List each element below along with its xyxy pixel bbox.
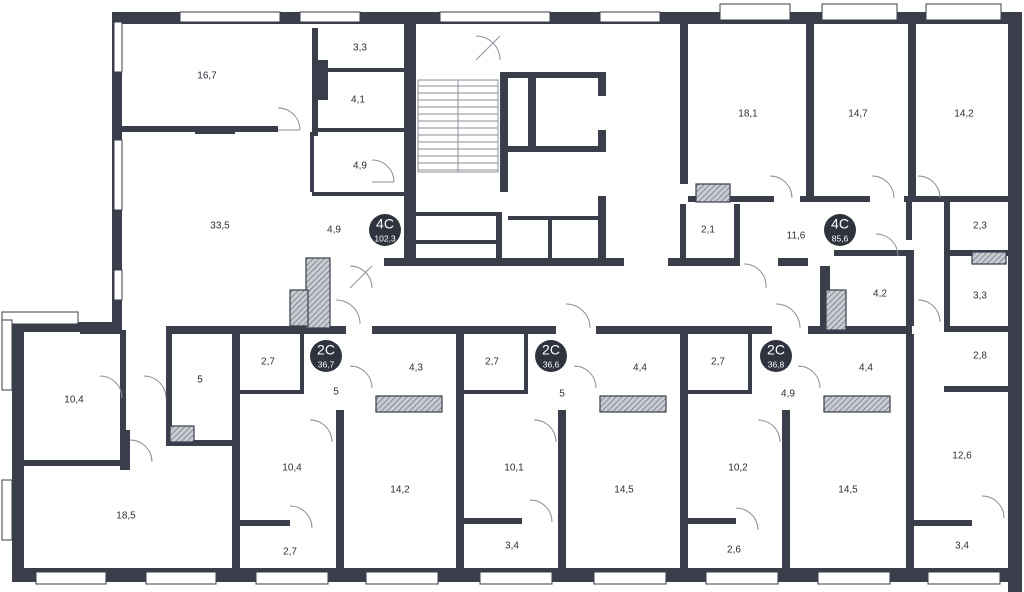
outer-walls: [12, 12, 1022, 592]
room-area: 18,5: [116, 511, 136, 522]
room-area: 14,5: [614, 485, 634, 496]
room-area: 14,2: [390, 485, 410, 496]
room-area: 10,2: [728, 463, 748, 474]
apartment-badge[interactable]: 2C 36,6: [535, 340, 567, 372]
room-area: 4,9: [353, 161, 367, 172]
svg-text:2C: 2C: [317, 342, 335, 358]
room-area: 4,2: [873, 289, 887, 300]
room-area: 14,5: [838, 485, 858, 496]
staircase: [417, 79, 499, 173]
svg-text:85,6: 85,6: [832, 233, 849, 243]
svg-text:102,3: 102,3: [374, 233, 396, 243]
room-area: 4,3: [409, 363, 423, 374]
room-area: 4,9: [781, 389, 795, 400]
room-area: 2,6: [727, 545, 741, 556]
room-area: 10,1: [504, 463, 524, 474]
room-area: 14,7: [848, 109, 868, 120]
svg-text:36,7: 36,7: [318, 359, 335, 369]
apartment-badge[interactable]: 4C 85,6: [824, 214, 856, 246]
room-area: 3,3: [973, 291, 987, 302]
interior-walls: [24, 24, 1008, 568]
room-area: 4,4: [633, 363, 647, 374]
room-area: 4,1: [351, 95, 365, 106]
room-area: 16,7: [197, 71, 217, 82]
room-area: 2,3: [973, 221, 987, 232]
doors: [99, 35, 1005, 531]
room-area: 4,9: [327, 225, 341, 236]
windows: [1, 3, 1002, 585]
room-area: 18,1: [738, 109, 758, 120]
svg-text:36,6: 36,6: [543, 359, 560, 369]
room-area: 33,5: [210, 221, 230, 232]
svg-text:2C: 2C: [542, 342, 560, 358]
room-area: 10,4: [64, 395, 84, 406]
room-labels: 16,7 3,3 4,1 4,9 33,5 4,9 10,4 5 18,5 2,…: [64, 43, 987, 558]
svg-text:2C: 2C: [767, 342, 785, 358]
room-area: 2,1: [701, 225, 715, 236]
room-area: 11,6: [787, 231, 806, 242]
apartment-badges: 4C 102,3 4C 85,6 2C 36,7 2C 36,6 2C 36,8: [310, 214, 856, 372]
room-area: 3,4: [955, 541, 969, 552]
room-area: 2,8: [973, 351, 987, 362]
room-area: 3,4: [505, 541, 519, 552]
room-area: 12,6: [952, 451, 972, 462]
room-area: 2,7: [283, 547, 297, 558]
svg-text:4C: 4C: [376, 216, 394, 232]
apartment-badge[interactable]: 4C 102,3: [369, 214, 401, 246]
apartment-badge[interactable]: 2C 36,8: [760, 340, 792, 372]
room-area: 10,4: [282, 463, 302, 474]
room-area: 4,4: [859, 363, 873, 374]
room-area: 5: [333, 387, 339, 398]
room-area: 5: [559, 389, 565, 400]
room-area: 2,7: [261, 357, 275, 368]
room-area: 5: [197, 375, 203, 386]
svg-text:4C: 4C: [831, 216, 849, 232]
room-area: 14,2: [954, 109, 974, 120]
room-area: 3,3: [353, 43, 367, 54]
apartment-badge[interactable]: 2C 36,7: [310, 340, 342, 372]
ventilation-shafts: [169, 183, 1007, 443]
room-area: 2,7: [711, 357, 725, 368]
svg-text:36,8: 36,8: [768, 359, 785, 369]
room-area: 2,7: [485, 357, 499, 368]
